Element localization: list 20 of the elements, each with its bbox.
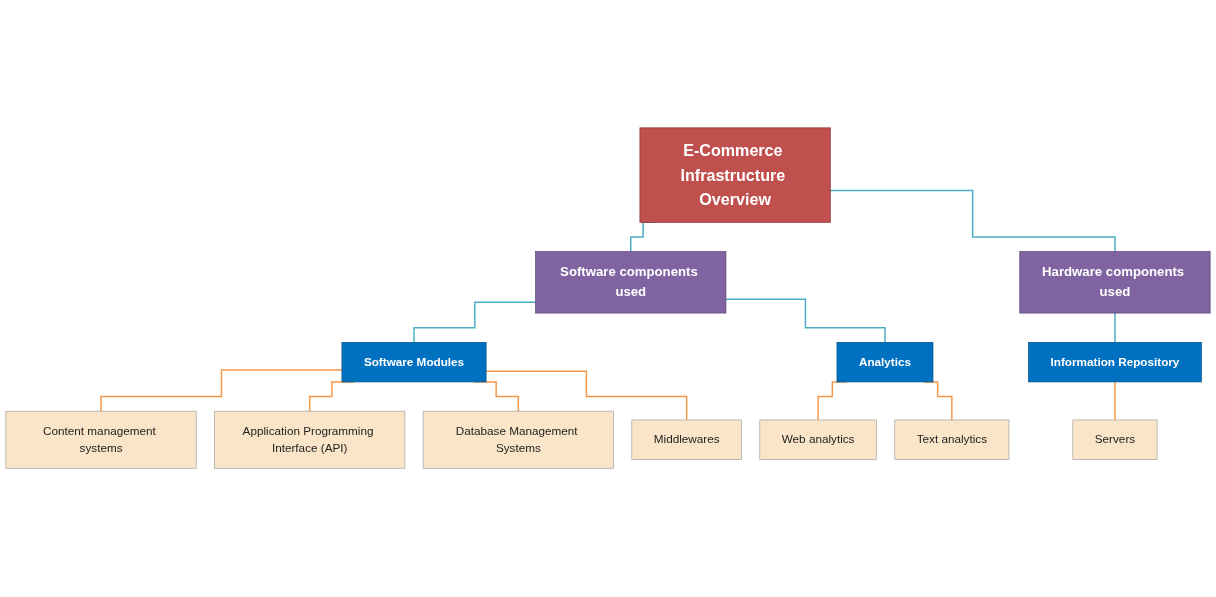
node-box: Middlewares	[631, 420, 742, 461]
node-box: Software Modules	[341, 342, 487, 383]
node-box: Text analytics	[894, 420, 1010, 461]
connector	[829, 190, 1116, 253]
connector	[1114, 312, 1116, 344]
connector	[485, 370, 688, 422]
node-box: Information Repository	[1028, 342, 1202, 383]
node-box: E-Commerce Infrastructure Overview	[639, 127, 831, 224]
node-box: Analytics	[836, 342, 934, 383]
node-box: Servers	[1072, 420, 1158, 461]
connector	[100, 369, 343, 413]
connector	[1114, 381, 1116, 422]
node-box: Content management systems	[5, 411, 197, 470]
node-box: Database Management Systems	[422, 411, 614, 470]
node-box: Application Programming Interface (API)	[214, 411, 406, 470]
node-box: Hardware components used	[1019, 251, 1211, 314]
node-box: Software components used	[535, 251, 727, 314]
connector	[725, 299, 886, 344]
connector	[413, 301, 537, 344]
node-box: Web analytics	[759, 420, 877, 461]
